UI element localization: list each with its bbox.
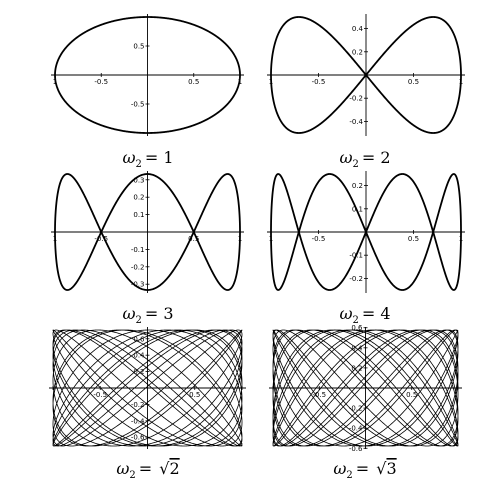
- caption-equals: = 2: [362, 148, 391, 167]
- y-tick-label: 0.2: [133, 368, 144, 376]
- x-tick-label: 0.5: [408, 78, 419, 86]
- caption-radicand: 3: [386, 459, 396, 478]
- y-tick-label: 0.5: [133, 43, 144, 51]
- y-tick-label: 0.1: [352, 205, 363, 213]
- plot-panel-2: 1 -0.5 0.5 1 0.4 0.2 -0.2 -0.4 ω2= 2: [267, 14, 465, 170]
- panel-caption-1: ω2= 1: [122, 148, 173, 170]
- x-tick-label: 1: [269, 235, 273, 243]
- y-tick-label: -0.2: [349, 405, 363, 413]
- caption-radicand: 2: [169, 459, 179, 478]
- lissajous-curve-6: [272, 329, 459, 447]
- panel-caption-3: ω2= 3: [122, 304, 173, 326]
- y-tick-label: -0.6: [349, 445, 363, 453]
- y-tick-label: -0.2: [131, 401, 145, 409]
- caption-symbol: ω: [116, 459, 129, 478]
- caption-symbol: ω: [122, 304, 135, 323]
- y-tick-label: -0.1: [349, 252, 363, 260]
- y-tick-label: 0.2: [351, 364, 362, 372]
- caption-symbol: ω: [339, 148, 352, 167]
- y-tick-label: 0.4: [133, 352, 145, 360]
- x-tick-label: -0.5: [312, 78, 326, 86]
- y-tick-label: -0.6: [131, 434, 145, 442]
- panel-caption-4: ω2= 4: [339, 304, 390, 326]
- caption-radical: √: [376, 459, 387, 478]
- x-tick-label: -0.5: [93, 391, 107, 399]
- caption-symbol: ω: [122, 148, 135, 167]
- x-tick-label: -0.5: [312, 391, 326, 399]
- caption-subscript: 2: [346, 470, 352, 481]
- plot-panel-1: 1 -0.5 0.5 1 0.5 -0.5 ω2= 1: [51, 14, 244, 170]
- caption-subscript: 2: [353, 315, 359, 326]
- x-tick-label: 0.5: [406, 391, 417, 399]
- y-tick-label: -0.4: [349, 118, 363, 126]
- caption-equals: = 3: [145, 304, 174, 323]
- x-tick-label: 1: [238, 235, 242, 243]
- panel-caption-2: ω2= 2: [339, 148, 390, 170]
- x-tick-label: 1: [459, 78, 463, 86]
- y-tick-label: 0.1: [133, 211, 144, 219]
- caption-subscript: 2: [353, 159, 359, 170]
- y-tick-label: 0.6: [351, 324, 363, 332]
- y-tick-label: -0.1: [131, 246, 145, 254]
- caption-subscript: 2: [136, 315, 142, 326]
- y-tick-label: 0.3: [133, 176, 144, 184]
- y-tick-label: -0.2: [349, 95, 363, 103]
- y-tick-label: -0.2: [131, 263, 145, 271]
- x-tick-label: 0.5: [188, 78, 199, 86]
- y-tick-label: -0.5: [131, 101, 145, 109]
- caption-symbol: ω: [339, 304, 352, 323]
- y-tick-label: 0.2: [352, 48, 363, 56]
- y-tick-label: -0.2: [349, 275, 363, 283]
- y-tick-label: -0.4: [349, 425, 363, 433]
- caption-subscript: 2: [136, 159, 142, 170]
- caption-symbol: ω: [333, 459, 346, 478]
- x-tick-label: -0.5: [94, 235, 108, 243]
- panel-caption-6: ω2 = √3: [333, 459, 396, 481]
- caption-equals: = 4: [362, 304, 391, 323]
- caption-equals: =: [139, 459, 158, 478]
- plot-panel-4: 1 -0.5 0.5 1 0.2 0.1 -0.1 -0.2 ω2= 4: [267, 171, 465, 326]
- x-tick-label: 1: [238, 78, 242, 86]
- caption-equals: =: [356, 459, 375, 478]
- y-tick-label: 0.6: [133, 335, 145, 343]
- y-tick-label: -0.4: [131, 417, 145, 425]
- x-tick-label: 0.5: [408, 235, 419, 243]
- x-tick-label: 1: [269, 78, 273, 86]
- y-tick-label: 0.2: [133, 194, 144, 202]
- y-tick-label: 0.4: [352, 25, 364, 33]
- y-tick-label: -0.3: [131, 281, 145, 289]
- x-tick-label: 1: [53, 78, 57, 86]
- y-tick-label: 0.4: [351, 344, 363, 352]
- x-tick-label: 1: [53, 235, 57, 243]
- x-tick-label: -0.5: [312, 235, 326, 243]
- caption-equals: = 1: [145, 148, 174, 167]
- plot-panel-6: -0.5 0.5 0.6 0.4 0.2 -0.2 -0.4 -0.6ω2 = √3: [269, 324, 462, 481]
- panel-caption-5: ω2= √2: [116, 459, 179, 481]
- caption-radical: √: [159, 459, 170, 478]
- x-tick-label: 1: [459, 235, 463, 243]
- x-tick-label: -0.5: [94, 78, 108, 86]
- y-tick-label: 0.2: [352, 182, 363, 190]
- x-tick-label: 0.5: [189, 391, 200, 399]
- caption-subscript: 2: [129, 470, 135, 481]
- plot-panel-3: 1 -0.5 0.5 1 0.3 0.2 0.1 -0.1 -0.2 -0.3 ω2= 3: [51, 171, 244, 326]
- x-tick-label: 0.5: [188, 235, 199, 243]
